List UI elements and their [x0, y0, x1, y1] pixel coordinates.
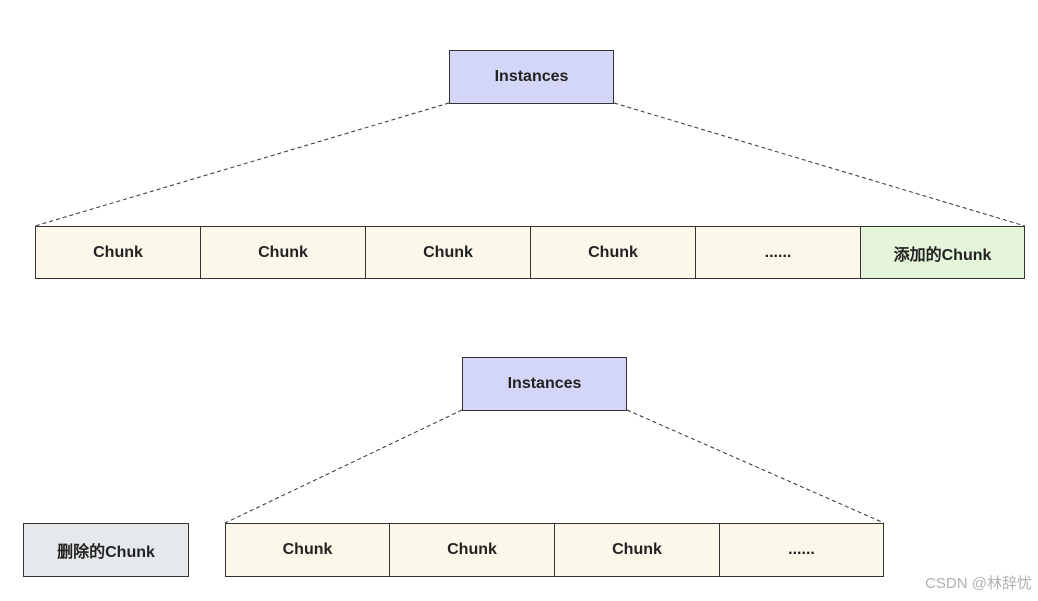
chunk-label: Chunk — [423, 243, 473, 261]
top-chunk-2: Chunk — [200, 226, 366, 279]
bottom-chunk-2: Chunk — [389, 523, 555, 577]
chunk-label: ...... — [788, 541, 815, 558]
top-right-connector — [613, 102, 1026, 227]
chunk-label: Chunk — [447, 541, 497, 558]
top-left-connector — [34, 102, 450, 227]
top-chunk-3: Chunk — [365, 226, 531, 279]
removed-chunk-label: 删除的Chunk — [57, 544, 155, 561]
removed-chunk-box: 删除的Chunk — [23, 523, 189, 577]
bottom-right-connector — [626, 409, 885, 524]
watermark: CSDN @林辞忧 — [925, 575, 1032, 592]
chunk-label: Chunk — [612, 541, 662, 558]
top-chunk-added: 添加的Chunk — [860, 226, 1025, 279]
bottom-instances-box: Instances — [462, 357, 627, 411]
top-chunk-ellipsis: ...... — [695, 226, 861, 279]
chunk-label: 添加的Chunk — [893, 246, 992, 264]
chunk-label: Chunk — [93, 243, 143, 261]
bottom-chunk-ellipsis: ...... — [719, 523, 884, 577]
bottom-chunk-3: Chunk — [554, 523, 720, 577]
bottom-instances-label: Instances — [507, 375, 582, 392]
top-chunk-1: Chunk — [35, 226, 201, 279]
chunk-label: ...... — [764, 243, 792, 261]
bottom-left-connector — [224, 409, 463, 524]
bottom-chunk-1: Chunk — [225, 523, 390, 577]
chunk-label: Chunk — [282, 541, 333, 558]
top-instances-box: Instances — [449, 50, 614, 104]
chunk-label: Chunk — [258, 243, 308, 261]
top-instances-label: Instances — [494, 68, 569, 85]
chunk-label: Chunk — [588, 243, 638, 261]
top-chunk-4: Chunk — [530, 226, 696, 279]
